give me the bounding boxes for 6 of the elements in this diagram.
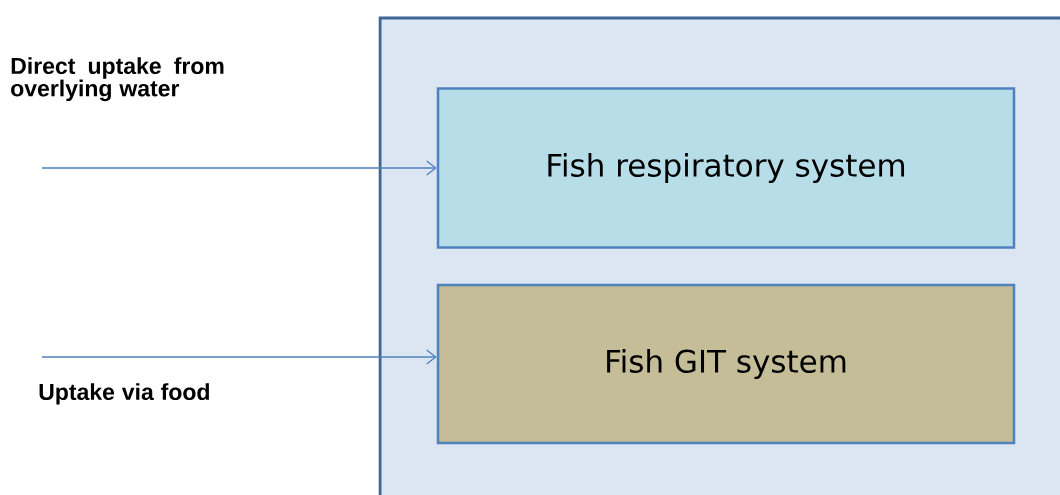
arrow: [41, 160, 437, 176]
edge-label: Uptake via food: [39, 383, 209, 405]
system-box: Fish GIT system: [436, 283, 1016, 445]
arrow: [41, 349, 437, 365]
system-box: Fish respiratory system: [436, 87, 1016, 249]
edge-label: Direct uptake from overlying water: [11, 57, 224, 102]
